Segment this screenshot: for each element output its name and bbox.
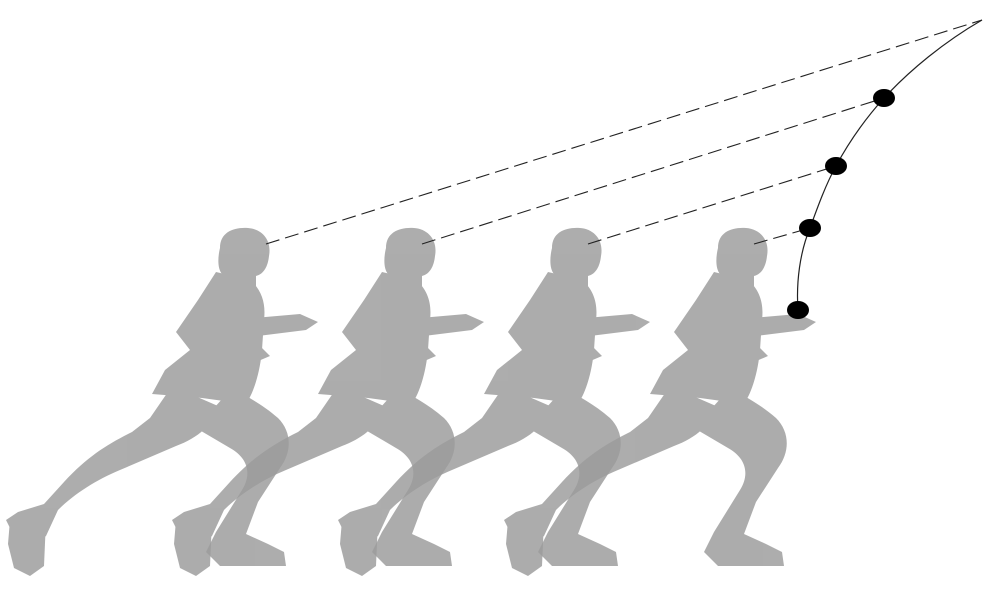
ball-position-3 xyxy=(825,157,847,175)
sight-line-3 xyxy=(588,166,836,244)
ball-position-1 xyxy=(787,301,809,319)
sight-line-1 xyxy=(266,20,982,244)
ball-position-4 xyxy=(873,89,895,107)
ball-position-2 xyxy=(799,219,821,237)
runner-1 xyxy=(6,228,318,576)
